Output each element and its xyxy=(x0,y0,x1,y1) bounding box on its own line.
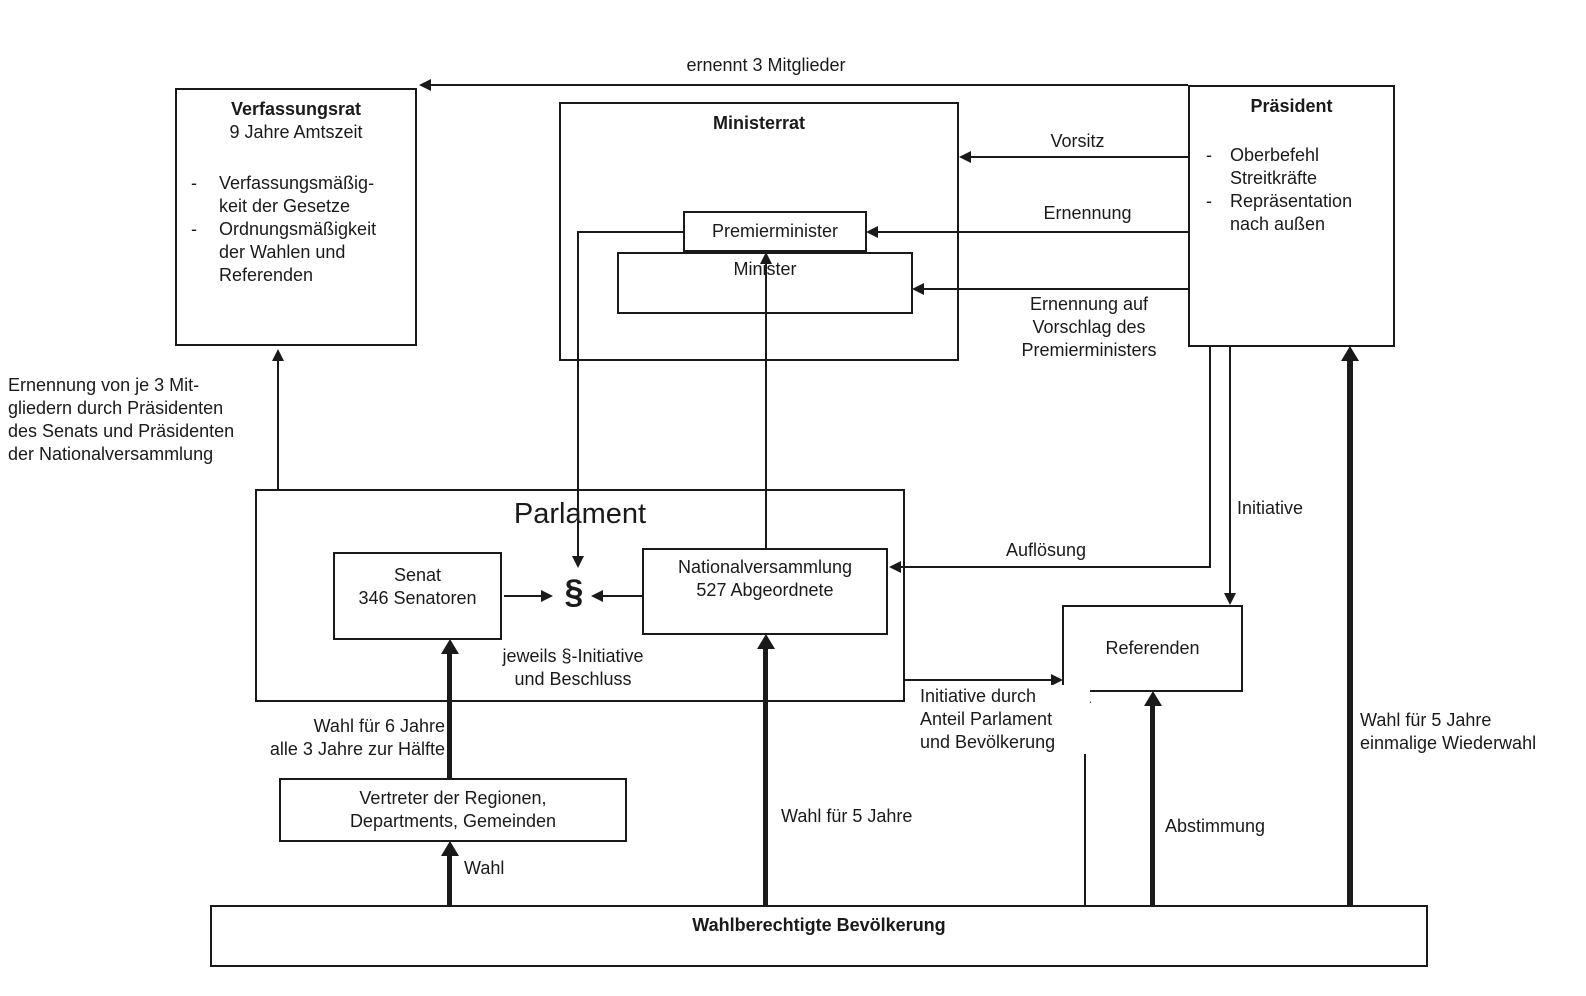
bullet-dash: - xyxy=(191,219,197,239)
paragraph-symbol: § xyxy=(564,573,584,611)
line-nationalversammlung-paragraph xyxy=(603,595,642,597)
label-wahl-fuenf-wiederwahl: Wahl für 5 Jahre einmalige Wiederwahl xyxy=(1360,710,1537,753)
wahlberechtigte-title: Wahlberechtigte Bevölkerung xyxy=(692,915,946,935)
arrowhead-senat-paragraph xyxy=(541,590,553,602)
senat-name: Senat xyxy=(393,565,442,585)
label-vorsitz: Vorsitz xyxy=(1050,131,1105,151)
minister-title: Minister xyxy=(619,258,911,281)
label-ernennt-mitglieder: ernennt 3 Mitglieder xyxy=(686,55,846,75)
list-item-text: Repräsentation nach außen xyxy=(1230,191,1353,234)
line-senat-paragraph xyxy=(504,595,542,597)
bullet-dash: - xyxy=(191,173,197,193)
line-wahl-sechs xyxy=(447,650,452,778)
line-aufloesung-vertical xyxy=(1209,347,1211,568)
line-vorsitz xyxy=(970,156,1188,158)
arrowhead-wahl xyxy=(441,841,459,856)
box-premierminister: Premierminister xyxy=(683,211,867,252)
label-wahl-sechs: Wahl für 6 Jahre alle 3 Jahre zur Hälfte xyxy=(269,716,445,759)
arrowhead-ernennung xyxy=(866,226,878,238)
arrowhead-wahl-fuenf xyxy=(757,634,775,649)
line-bevoelkerung-referenden xyxy=(1084,702,1086,905)
premierminister-title: Premierminister xyxy=(711,221,839,241)
ministerrat-title: Ministerrat xyxy=(712,113,806,133)
praesident-title: Präsident xyxy=(1250,96,1333,116)
bullet-dash: - xyxy=(1206,191,1212,211)
arrowhead-parlament-verfassungsrat xyxy=(272,349,284,361)
label-wahl-fuenf: Wahl für 5 Jahre xyxy=(781,806,913,826)
label-ernennung-drei: Ernennung von je 3 Mit- gliedern durch P… xyxy=(8,375,235,464)
senat-count: 346 Senatoren xyxy=(358,588,477,608)
box-senat: Senat 346 Senatoren xyxy=(333,552,502,640)
referenden-title: Referenden xyxy=(1105,638,1200,658)
arrowhead-aufloesung xyxy=(889,561,901,573)
arrowhead-nationalversammlung-paragraph xyxy=(591,590,603,602)
list-item-text: Oberbefehl Streitkräfte xyxy=(1230,145,1320,188)
line-initiative xyxy=(1229,347,1231,594)
line-aufloesung-horizontal xyxy=(900,566,1211,568)
nationalversammlung-count: 527 Abgeordnete xyxy=(696,580,834,600)
line-nationalversammlung-premierminister xyxy=(765,263,767,548)
line-ernennt-mitglieder xyxy=(430,84,1188,86)
line-premierminister-paragraph-horizontal xyxy=(577,231,683,233)
arrowhead-ernennung-vorschlag xyxy=(912,283,924,295)
arrowhead-premierminister-paragraph xyxy=(572,556,584,568)
bullet-dash: - xyxy=(1206,145,1212,165)
line-premierminister-paragraph-vertical xyxy=(577,231,579,557)
line-parlament-referenden xyxy=(903,679,1052,681)
arrowhead-nationalversammlung-premierminister xyxy=(760,252,772,264)
line-wahl-fuenf-wiederwahl xyxy=(1347,357,1353,905)
line-wahl-fuenf xyxy=(763,645,768,905)
line-parlament-verfassungsrat xyxy=(277,360,279,489)
box-nationalversammlung: Nationalversammlung 527 Abgeordnete xyxy=(642,548,888,635)
list-item-text: Verfassungsmäßig- keit der Gesetze xyxy=(219,173,375,216)
arrowhead-abstimmung xyxy=(1144,691,1162,706)
label-initiative: Initiative xyxy=(1237,498,1304,518)
praesident-list: - Oberbefehl Streitkräfte - Repräsentati… xyxy=(1190,144,1393,236)
list-item: - Repräsentation nach außen xyxy=(1206,190,1391,236)
box-wahlberechtigte: Wahlberechtigte Bevölkerung xyxy=(210,905,1428,967)
list-item: - Oberbefehl Streitkräfte xyxy=(1206,144,1391,190)
label-ernennung-vorschlag: Ernennung auf Vorschlag des Premierminis… xyxy=(1021,294,1157,360)
parlament-title: Parlament xyxy=(513,498,647,530)
vertreter-title: Vertreter der Regionen, Departments, Gem… xyxy=(349,788,557,831)
label-wahl: Wahl xyxy=(464,858,505,878)
box-vertreter: Vertreter der Regionen, Departments, Gem… xyxy=(279,778,627,842)
list-item-text: Ordnungsmäßigkeit der Wahlen und Referen… xyxy=(219,219,377,285)
box-praesident: Präsident - Oberbefehl Streitkräfte - Re… xyxy=(1188,85,1395,347)
arrowhead-initiative xyxy=(1224,593,1236,605)
line-wahl xyxy=(447,852,452,905)
list-item: - Ordnungsmäßigkeit der Wahlen und Refer… xyxy=(191,218,411,287)
verfassungsrat-list: - Verfassungsmäßig- keit der Gesetze - O… xyxy=(177,172,415,287)
label-aufloesung: Auflösung xyxy=(1005,540,1087,560)
verfassungsrat-title: Verfassungsrat xyxy=(230,99,362,119)
list-item: - Verfassungsmäßig- keit der Gesetze xyxy=(191,172,411,218)
verfassungsrat-subtitle: 9 Jahre Amtszeit xyxy=(229,122,363,142)
line-abstimmung xyxy=(1150,702,1155,905)
label-ernennung: Ernennung xyxy=(1043,203,1132,223)
line-ernennung-vorschlag xyxy=(923,288,1188,290)
arrowhead-vorsitz xyxy=(959,151,971,163)
box-referenden: Referenden xyxy=(1062,605,1243,692)
arrowhead-ernennt-mitglieder xyxy=(419,79,431,91)
box-verfassungsrat: Verfassungsrat 9 Jahre Amtszeit - Verfas… xyxy=(175,88,417,346)
label-abstimmung: Abstimmung xyxy=(1165,816,1266,836)
arrowhead-parlament-referenden xyxy=(1051,674,1063,686)
line-ernennung xyxy=(877,231,1188,233)
label-jeweils-initiative: jeweils §-Initiative und Beschluss xyxy=(502,646,644,689)
arrowhead-wahl-sechs xyxy=(441,639,459,654)
nationalversammlung-name: Nationalversammlung xyxy=(677,557,853,577)
arrowhead-wahl-fuenf-wiederwahl xyxy=(1341,346,1359,361)
label-initiative-durch: Initiative durch Anteil Parlament und Be… xyxy=(920,685,1090,754)
